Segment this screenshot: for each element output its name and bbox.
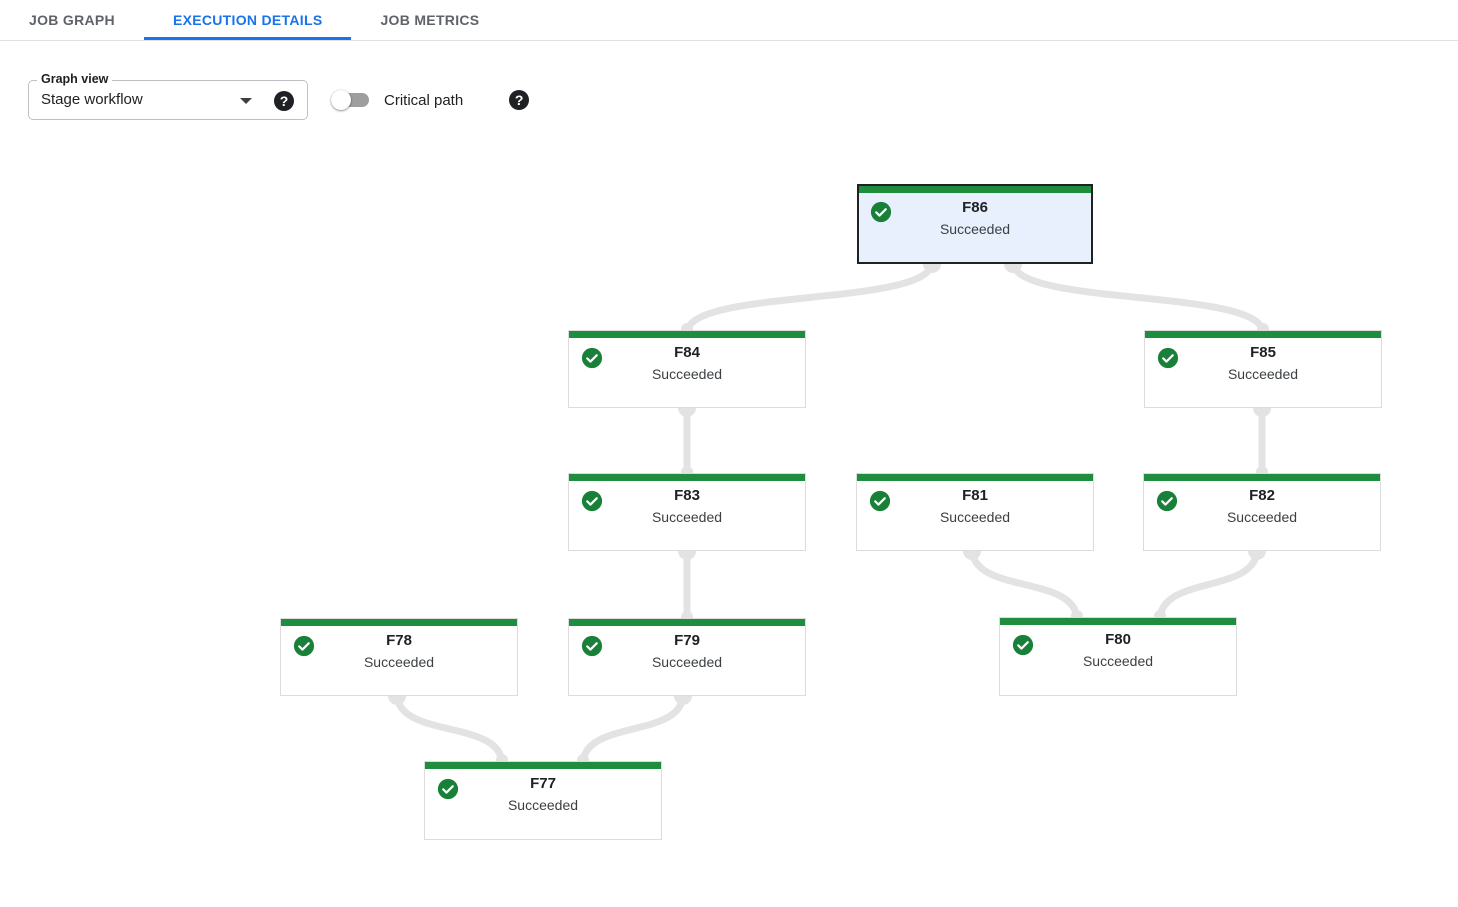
stage-status-text: Succeeded <box>651 654 723 670</box>
stage-status-bar <box>1145 331 1381 338</box>
stage-title: F77 <box>530 775 556 792</box>
critical-path-label: Critical path <box>384 91 464 109</box>
tab-execution-details[interactable]: EXECUTION DETAILS <box>144 0 352 40</box>
workflow-edge-f78-f77 <box>393 690 506 768</box>
stage-status-text: Succeeded <box>1082 653 1154 669</box>
dropdown-caret-icon <box>240 98 252 104</box>
graph-view-value: Stage workflow <box>41 91 143 108</box>
critical-path-help-icon[interactable]: ? <box>509 90 530 110</box>
stage-title: F86 <box>962 199 988 216</box>
success-check-icon <box>581 347 603 369</box>
stage-status-bar <box>281 619 517 626</box>
workflow-edge-f86-f84 <box>683 258 936 337</box>
stage-title: F85 <box>1250 344 1276 361</box>
stage-status-bar <box>1144 474 1380 481</box>
success-check-icon <box>870 201 892 223</box>
stage-status-text: Succeeded <box>939 221 1011 237</box>
stage-status-bar <box>857 474 1093 481</box>
workflow-edge-f86-f85 <box>1009 258 1267 337</box>
stage-title: F84 <box>674 344 700 361</box>
critical-path-toggle[interactable] <box>331 90 369 110</box>
stage-status-bar <box>569 331 805 338</box>
stage-title: F82 <box>1249 487 1275 504</box>
stage-status-text: Succeeded <box>363 654 435 670</box>
stage-title: F79 <box>674 632 700 649</box>
graph-view-label: Graph view <box>37 72 113 87</box>
stage-title: F83 <box>674 487 700 504</box>
stage-title: F78 <box>386 632 412 649</box>
success-check-icon <box>293 635 315 657</box>
workflow-edge-f79-f77 <box>579 690 687 768</box>
stage-status-text: Succeeded <box>1227 366 1299 382</box>
success-check-icon <box>869 490 891 512</box>
workflow-edge-f82-f80 <box>1156 545 1261 624</box>
stage-status-text: Succeeded <box>1226 509 1298 525</box>
tab-job-graph[interactable]: JOB GRAPH <box>29 12 115 28</box>
success-check-icon <box>581 635 603 657</box>
stage-status-bar <box>425 762 661 769</box>
stage-status-text: Succeeded <box>939 509 1011 525</box>
graph-view-help-icon[interactable]: ? <box>274 91 294 111</box>
tab-job-metrics[interactable]: JOB METRICS <box>380 12 480 28</box>
critical-path-group: Critical path ? <box>330 90 530 110</box>
stage-status-text: Succeeded <box>651 366 723 382</box>
success-check-icon <box>1157 347 1179 369</box>
workflow-edge-f81-f80 <box>968 545 1081 624</box>
success-check-icon <box>1156 490 1178 512</box>
stage-status-text: Succeeded <box>651 509 723 525</box>
stage-status-bar <box>569 474 805 481</box>
tab-bar: JOB GRAPH EXECUTION DETAILS JOB METRICS <box>0 0 1458 41</box>
stage-status-bar <box>859 186 1091 193</box>
stage-status-bar <box>1000 618 1236 625</box>
success-check-icon <box>581 490 603 512</box>
stage-title: F81 <box>962 487 988 504</box>
stage-status-bar <box>569 619 805 626</box>
graph-view-select[interactable]: Graph view Stage workflow ? <box>28 72 308 120</box>
stage-status-text: Succeeded <box>507 797 579 813</box>
stage-title: F80 <box>1105 631 1131 648</box>
toggle-knob <box>331 90 351 110</box>
graph-toolbar: Graph view Stage workflow ? Critical pat… <box>28 72 530 120</box>
success-check-icon <box>437 778 459 800</box>
success-check-icon <box>1012 634 1034 656</box>
